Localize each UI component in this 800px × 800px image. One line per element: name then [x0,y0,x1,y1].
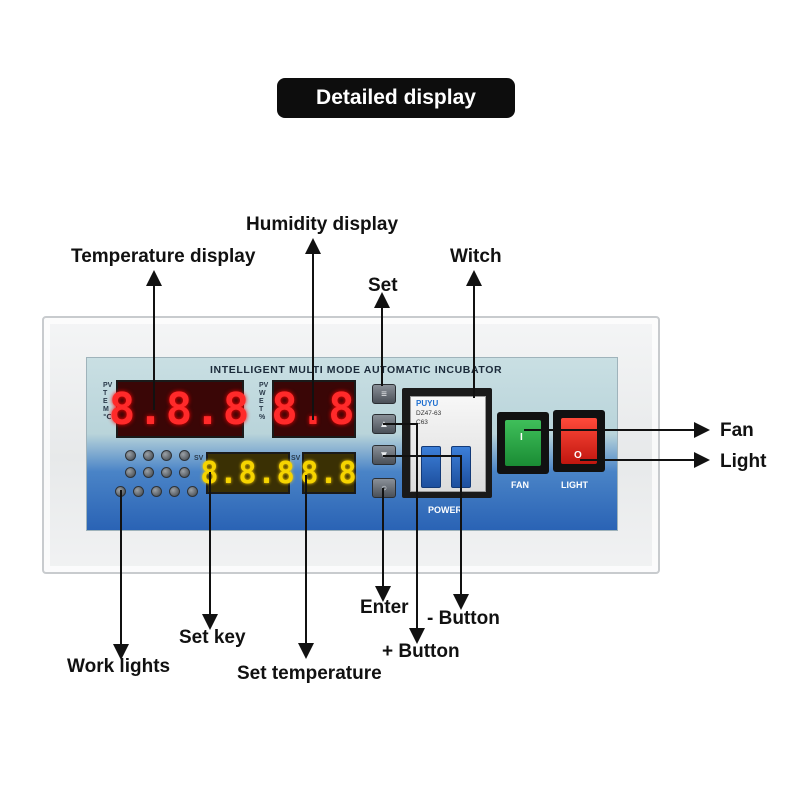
callout-set-temperature: Set temperature [237,663,382,684]
fan-switch-mark: I [520,432,523,443]
light-label: LIGHT [561,480,588,490]
callout-set: Set [368,275,398,296]
set-temperature-display: 8.8.8 [200,452,295,494]
callout-plus-button: + Button [382,641,460,662]
set-temperature-display-value: 8.8.8 [200,455,296,491]
work-light-led [169,486,180,497]
pv-wet-label: PV W E T % [259,382,269,421]
callout-fan: Fan [720,420,754,441]
pv-temp-label: PV T E M ℃ [103,382,113,421]
callout-minus-button: - Button [427,608,500,629]
temperature-display: 8.8.8 [109,380,249,438]
callout-light: Light [720,451,767,472]
sv-label-left: SV [194,455,204,462]
callout-humidity-display: Humidity display [246,214,399,235]
work-light-led [143,467,154,478]
work-light-led [133,486,144,497]
callout-temperature-display: Temperature display [71,246,256,267]
set-key-button[interactable]: ≡ [372,384,396,404]
work-light-led [179,467,190,478]
callout-set-key: Set key [179,627,246,648]
work-light-led [125,450,136,461]
work-light-led [187,486,198,497]
faceplate-title: INTELLIGENT MULTI MODE AUTOMATIC INCUBAT… [210,364,503,376]
light-switch[interactable] [561,418,597,464]
callout-work-lights: Work lights [67,656,171,677]
set-key-icon: ≡ [381,388,387,400]
fan-switch[interactable] [505,420,541,466]
callout-witch: Witch [450,246,502,267]
arrow-minus-button [383,455,469,610]
set-humidity-display: 8.8 [300,452,358,494]
light-switch-mark: O [574,450,582,461]
fan-label: FAN [511,480,529,490]
page-title: Detailed display [316,86,476,109]
sv-label-right: SV [291,455,301,462]
breaker-brand: PUYU [416,399,439,408]
page-title-badge: Detailed display [277,78,515,118]
breaker-rating: C63 [416,419,428,426]
work-light-led [143,450,154,461]
arrow-plus-button [383,423,425,644]
breaker-model: DZ47-63 [416,410,442,417]
callout-enter: Enter [360,597,409,618]
work-light-led [151,486,162,497]
work-light-led [161,450,172,461]
temperature-display-value: 8.8.8 [108,383,252,435]
work-light-led [125,467,136,478]
power-label: POWER [428,505,463,515]
set-humidity-display-value: 8.8 [300,455,358,491]
work-light-led [161,467,172,478]
work-light-led [179,450,190,461]
